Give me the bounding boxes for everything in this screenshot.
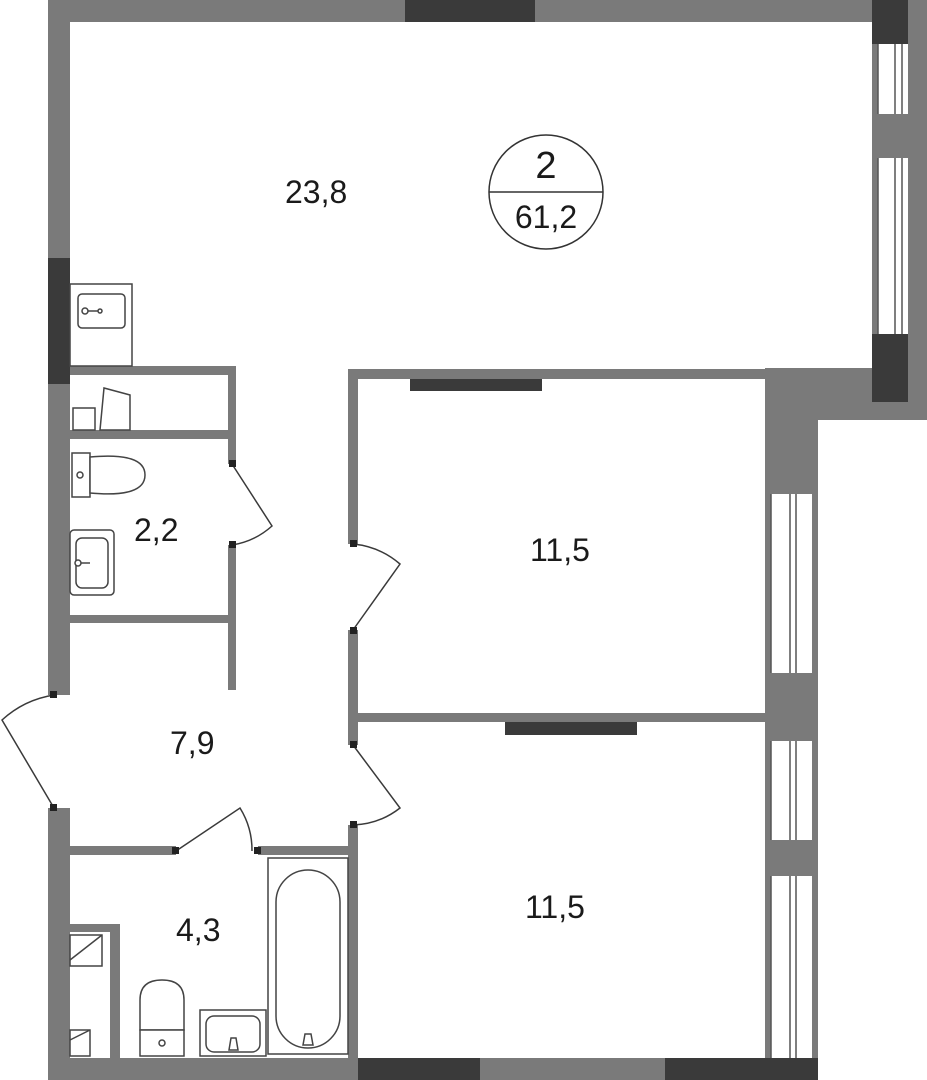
wall-pier-3 <box>872 114 927 158</box>
shelf-item-2 <box>99 387 131 431</box>
area-bedroom-2: 11,5 <box>525 889 585 925</box>
door-bathroom <box>175 806 253 852</box>
area-wc: 2,2 <box>134 512 179 548</box>
wall-wc-top <box>70 430 236 439</box>
shelf-item-1 <box>72 407 96 431</box>
wall-bath-top-right <box>258 846 353 855</box>
wall-bed1-left-upper <box>348 369 358 544</box>
dark-structural-segments <box>48 0 908 1080</box>
bath-washer <box>69 934 103 967</box>
door-hinges <box>50 460 357 854</box>
wall-pier-1 <box>765 673 818 741</box>
dark-corner-bottom <box>872 334 908 402</box>
dark-corner-top <box>872 0 908 44</box>
wall-bath-cabinet <box>110 924 120 1058</box>
wall-storage-top <box>70 366 236 375</box>
apartment-badge: 2 61,2 <box>487 133 605 251</box>
interior-walls <box>70 366 768 1080</box>
doors <box>1 463 402 852</box>
wall-right-upper-inner <box>872 0 878 400</box>
bath-toilet <box>139 979 185 1031</box>
dark-bottom-1 <box>348 1058 480 1080</box>
wall-bed2-left <box>348 825 358 1080</box>
wall-left-lower <box>48 808 70 1080</box>
wall-storage-right <box>228 366 236 464</box>
wall-right-upper-outer <box>908 0 927 420</box>
dark-top <box>405 0 535 22</box>
wall-corner-pillar <box>765 368 818 494</box>
area-bedroom-1: 11,5 <box>530 532 590 568</box>
door-bedroom-1 <box>352 543 402 631</box>
wall-wc-bottom <box>70 615 236 623</box>
wall-bed-divider <box>358 713 768 722</box>
dark-bottom-2 <box>665 1058 818 1080</box>
wall-bed1-top <box>348 369 768 379</box>
area-bathroom: 4,3 <box>176 912 221 948</box>
wall-bath-top-left <box>70 846 176 855</box>
wall-right-lower-inner <box>765 494 771 1080</box>
badge-room-count: 2 <box>535 145 557 187</box>
door-entrance <box>1 694 55 809</box>
wall-bed1-left-lower <box>348 630 358 745</box>
wall-bath-cabinet-top <box>70 924 120 932</box>
door-wc <box>231 463 273 546</box>
wall-pier-2 <box>765 840 818 876</box>
badge-circle <box>488 134 604 250</box>
badge-total-area: 61,2 <box>514 199 578 235</box>
wall-right-lower-outer <box>812 494 818 1080</box>
dark-left <box>48 258 70 384</box>
windows <box>770 44 903 1058</box>
door-bedroom-2 <box>352 744 402 826</box>
fixtures <box>69 283 349 1057</box>
area-hallway: 7,9 <box>170 725 215 761</box>
bath-cabinet <box>69 1029 91 1057</box>
area-living-room: 23,8 <box>285 174 348 210</box>
